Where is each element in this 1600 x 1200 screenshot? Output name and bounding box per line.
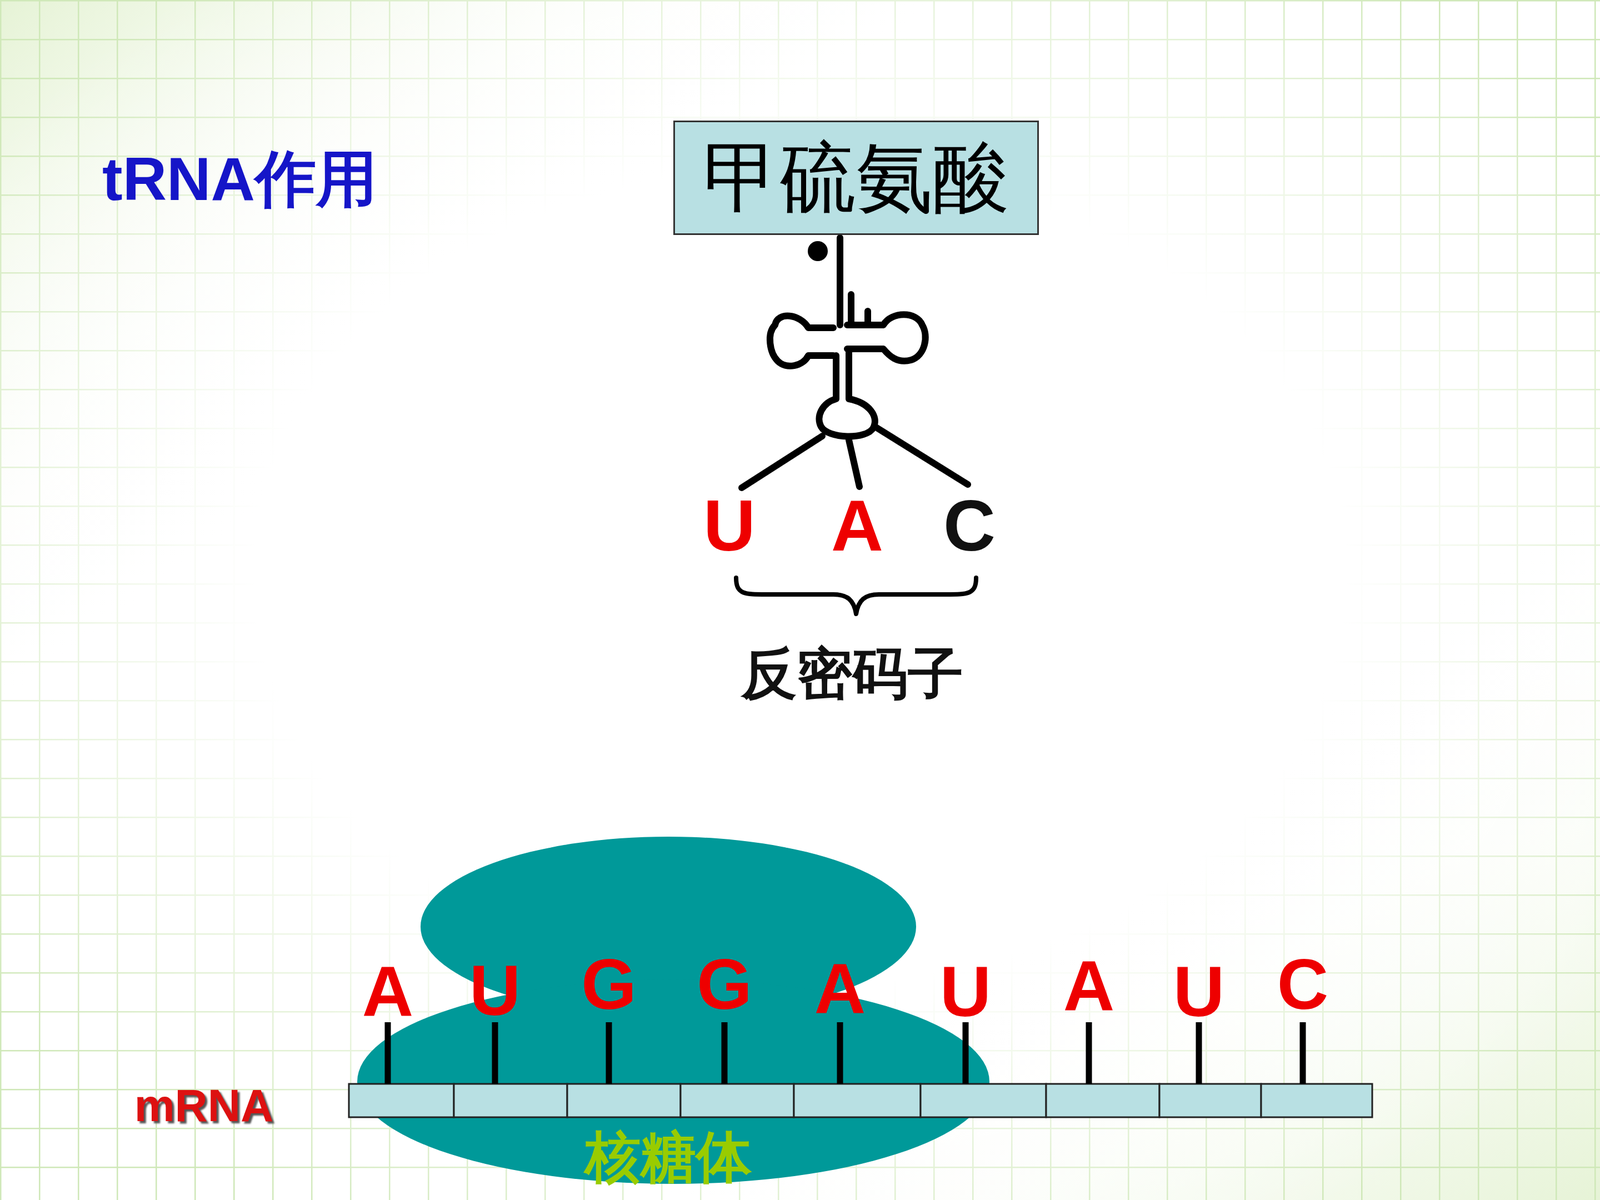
codon-base: U bbox=[469, 951, 521, 1030]
mrna-label: mRNA bbox=[134, 1080, 274, 1131]
mrna-cell bbox=[567, 1083, 681, 1118]
base-stick bbox=[962, 1022, 969, 1084]
codon-base: G bbox=[581, 945, 637, 1024]
base-stick bbox=[1300, 1022, 1307, 1084]
mrna-cell bbox=[453, 1083, 568, 1118]
mrna-cell bbox=[680, 1083, 794, 1118]
anticodon-label: 反密码子 bbox=[741, 642, 964, 704]
base-stick bbox=[721, 1022, 728, 1084]
base-stick bbox=[1086, 1022, 1093, 1084]
base-stick bbox=[1196, 1022, 1203, 1084]
codon-base: U bbox=[940, 952, 992, 1032]
base-stick bbox=[837, 1022, 844, 1084]
codon-base: G bbox=[696, 945, 753, 1024]
codon-base: C bbox=[1277, 945, 1329, 1024]
mrna-cell bbox=[920, 1083, 1047, 1118]
codon-base: A bbox=[362, 952, 414, 1032]
anticodon-base: U bbox=[703, 486, 756, 566]
base-stick bbox=[606, 1022, 613, 1084]
mrna-cell bbox=[348, 1083, 454, 1118]
anticodon-base: A bbox=[831, 486, 884, 566]
base-stick bbox=[492, 1022, 499, 1084]
node-text: 甲硫氨酸 bbox=[702, 135, 1010, 220]
mrna-cell bbox=[1159, 1083, 1262, 1118]
codon-base: A bbox=[1063, 947, 1115, 1026]
codon-base: U bbox=[1173, 952, 1225, 1032]
amino-acid-box: 甲硫氨酸 bbox=[673, 120, 1039, 235]
anticodon-base: C bbox=[943, 486, 996, 566]
slide-title: tRNA作用 bbox=[102, 145, 378, 213]
ribosome-shape: 核糖体 bbox=[357, 833, 991, 1187]
mrna-cell bbox=[1046, 1083, 1160, 1118]
mrna-cell bbox=[793, 1083, 921, 1118]
codon-base: A bbox=[814, 950, 866, 1029]
ribosome-label: 核糖体 bbox=[585, 1126, 752, 1188]
base-stick bbox=[385, 1022, 392, 1084]
mrna-cell bbox=[1261, 1083, 1373, 1118]
